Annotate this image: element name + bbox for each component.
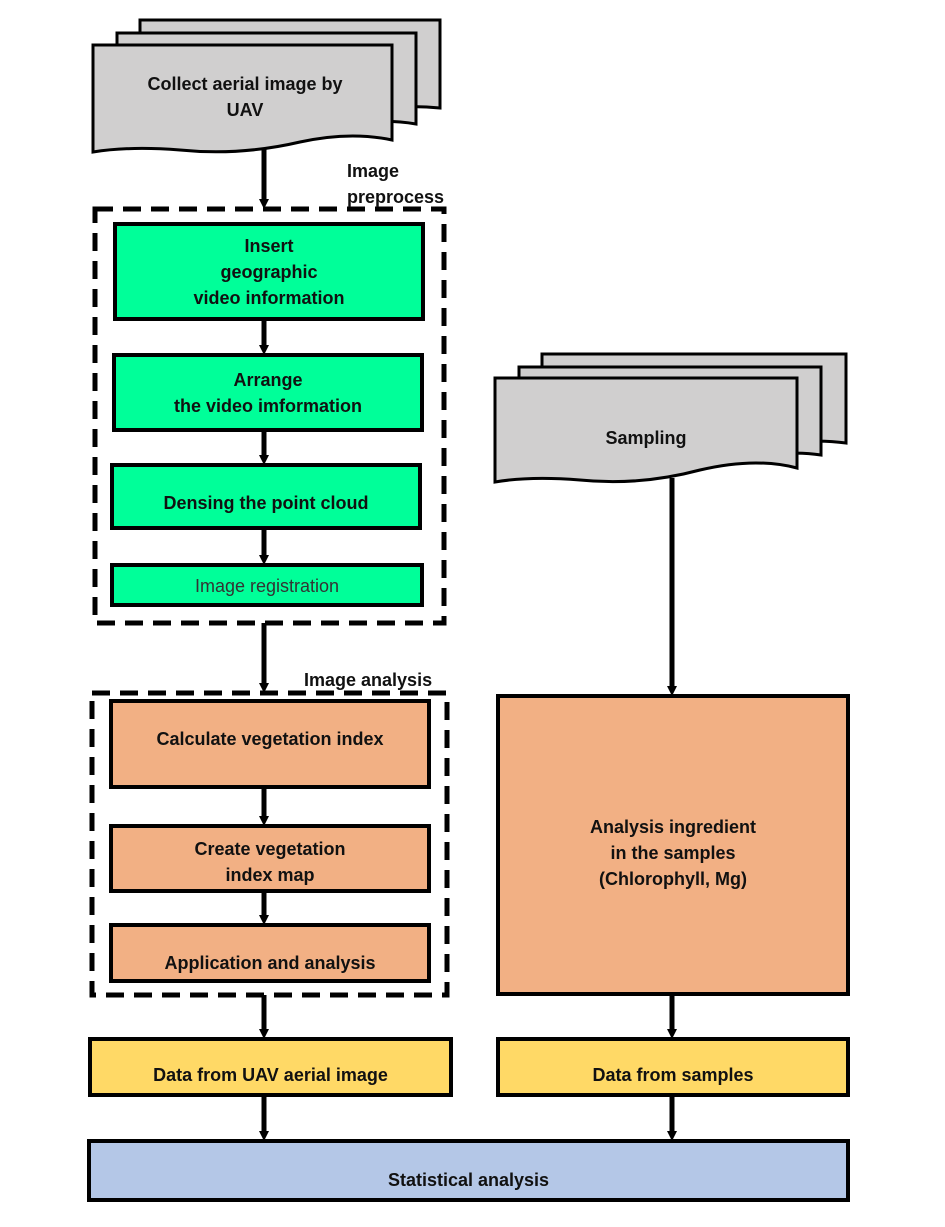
sampling-label: Sampling (605, 428, 687, 448)
densing-box (110, 463, 422, 530)
sampling-document-stack (493, 352, 848, 484)
aerial-image-label: Collect aerial image by UAV (147, 74, 343, 120)
sample-data-label: Data from samples (592, 1065, 754, 1085)
insert-label: Insert geographic video information (193, 236, 345, 308)
uav-data-box (88, 1037, 453, 1097)
arrange-label: Arrange the video imformation (173, 369, 362, 416)
insert-box (113, 222, 425, 321)
registration-label: Image registration (194, 576, 340, 596)
analysis-group-title: Image analysis (304, 670, 433, 690)
preprocess-group-frame (92, 206, 447, 626)
analysis-group-frame (89, 690, 450, 998)
create-map-label: Create vegetation index map (194, 839, 346, 885)
registration-box (110, 563, 424, 607)
aerial-image-document-stack (91, 18, 442, 154)
application-box (109, 923, 431, 983)
preprocess-group-title: Image preprocess (347, 161, 445, 207)
sample-analysis-box (496, 694, 850, 996)
application-label: Application and analysis (164, 953, 376, 973)
statistical-analysis-box (87, 1139, 850, 1202)
doc-front (91, 43, 394, 154)
sample-analysis-label: Analysis ingredient in the samples (Chlo… (589, 817, 757, 889)
calculate-box (109, 699, 431, 789)
doc-front (493, 376, 799, 484)
uav-data-label: Data from UAV aerial image (153, 1065, 388, 1085)
statistical-analysis-label: Statistical analysis (387, 1170, 550, 1190)
densing-label: Densing the point cloud (163, 493, 369, 513)
create-map-box (109, 824, 431, 893)
arrange-box (112, 353, 424, 432)
calculate-label: Calculate vegetation index (156, 729, 384, 749)
